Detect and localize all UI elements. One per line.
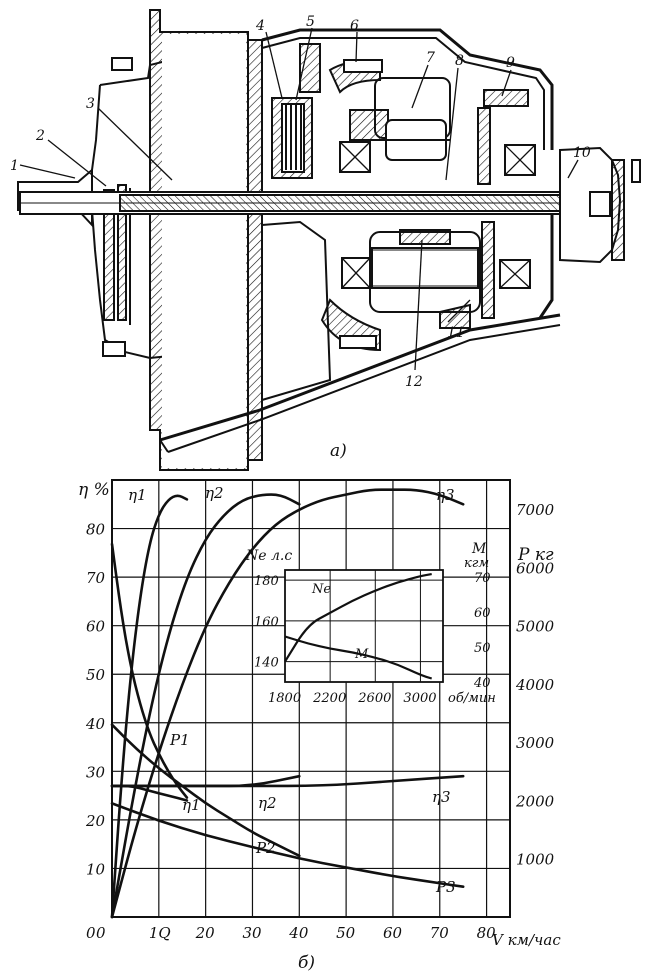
x-tick-label: 80	[477, 924, 497, 942]
label-eta3-top: η3	[436, 486, 455, 504]
part-label-6: 6	[350, 18, 359, 34]
inset-series-line-1	[284, 635, 433, 680]
inset-m-label: M	[354, 647, 369, 662]
part-label-12: 12	[405, 374, 423, 390]
series-line-1	[110, 493, 301, 919]
x-tick-label: 70	[430, 924, 450, 942]
left-axis-ticks: 0 10 20 30 40 50 60 70 80	[85, 521, 106, 942]
inset-right-tick-label: 50	[474, 641, 491, 656]
left-tick-label: 70	[86, 569, 106, 587]
inset-right-tick-label: 60	[474, 606, 491, 621]
label-eta1-bottom: η1	[182, 796, 201, 814]
part-label-9: 9	[506, 55, 515, 71]
x-tick-label: 30	[242, 924, 262, 942]
inset-series	[284, 573, 433, 680]
left-tick-label: 20	[85, 812, 106, 830]
part-number-labels: 1 2 3 4 5 6 7 8 9 10 11 12	[10, 14, 591, 390]
x-axis-ticks: 1Q 20 30 40 50 60 70 80	[149, 924, 496, 942]
right-tick-label: 4000	[515, 676, 555, 694]
label-p1: P1	[169, 731, 190, 749]
label-eta2-top: η2	[205, 484, 224, 502]
label-eta1-top: η1	[128, 486, 147, 504]
part-label-8: 8	[455, 53, 464, 69]
left-tick-label: 40	[85, 715, 106, 733]
part-label-4: 4	[255, 18, 265, 34]
right-axis-label: P кг	[517, 545, 554, 565]
left-tick-label: 50	[86, 666, 106, 684]
inset-right-axis-label-top: M	[471, 541, 487, 557]
gearbox-cross-section	[17, 9, 641, 471]
inset-left-axis-label: Ne л.с	[245, 548, 292, 564]
series-line-6	[110, 784, 189, 802]
chart-border	[111, 479, 511, 918]
right-tick-label: 1000	[516, 851, 555, 869]
inset-x-tick-label: 2200	[312, 691, 346, 706]
x-axis-origin-label: 0	[96, 924, 106, 942]
series-line-4	[110, 723, 301, 858]
label-p3: P3	[435, 878, 456, 896]
part-label-7: 7	[426, 50, 435, 66]
x-tick-label: 50	[336, 924, 356, 942]
x-tick-label: 40	[288, 924, 309, 942]
x-tick-label: 20	[195, 924, 216, 942]
right-tick-label: 5000	[516, 618, 555, 636]
part-label-5: 5	[306, 14, 315, 30]
right-tick-label: 6000	[516, 559, 555, 577]
caption-a: а)	[330, 441, 347, 461]
right-tick-label: 7000	[516, 501, 555, 519]
part-label-2: 2	[35, 128, 45, 144]
inset-right-tick-label: 70	[474, 571, 491, 586]
inset-right-ticks: 40 50 60 70	[473, 571, 491, 691]
series-line-2	[110, 488, 465, 919]
inset-left-tick-label: 160	[254, 615, 279, 630]
inset-left-ticks: 140 160 180	[254, 574, 279, 670]
label-eta3-bottom: η3	[432, 788, 451, 806]
part-label-1: 1	[10, 158, 19, 174]
right-axis-ticks: 1000 2000 3000 4000 5000 6000 7000	[515, 501, 555, 869]
inset-chart: 140 160 180 40 50 60 70 1800 2200 2600 3000 Ne л…	[245, 541, 496, 706]
part-label-10: 10	[573, 145, 591, 161]
inset-right-tick-label: 40	[473, 676, 491, 691]
right-tick-label: 2000	[515, 792, 555, 810]
inset-grid	[285, 570, 443, 682]
left-tick-label: 60	[86, 618, 106, 636]
inset-x-tick-label: 2600	[357, 691, 391, 706]
x-axis-label: V км/час	[492, 931, 561, 949]
main-chart-series	[110, 488, 465, 919]
part-label-3: 3	[86, 96, 95, 112]
inset-x-ticks: 1800 2200 2600 3000	[268, 691, 437, 706]
series-line-0	[110, 494, 189, 919]
series-line-3	[110, 542, 189, 799]
part-label-11: 11	[447, 325, 465, 341]
left-axis-label: η %	[78, 480, 110, 500]
right-tick-label: 3000	[516, 734, 555, 752]
left-tick-label: 0	[86, 924, 96, 942]
curve-labels: η1 η2 η3 P1 η1 η2 η3 P2 P3	[128, 484, 456, 896]
inset-right-axis-label-bottom: кгм	[464, 556, 489, 571]
inset-frame	[284, 569, 444, 683]
left-tick-label: 10	[86, 860, 106, 878]
series-line-5	[110, 802, 465, 888]
label-eta2-bottom: η2	[258, 794, 277, 812]
inset-x-axis-unit: об/мин	[448, 691, 496, 706]
inset-x-tick-label: 3000	[403, 691, 436, 706]
inset-ne-label: Ne	[311, 582, 331, 597]
series-line-8	[110, 774, 465, 788]
inset-x-tick-label: 1800	[268, 691, 301, 706]
x-tick-label: 60	[383, 924, 403, 942]
inset-left-tick-label: 140	[254, 656, 279, 671]
label-p2: P2	[255, 839, 276, 857]
x-tick-label: 1Q	[149, 924, 171, 942]
left-tick-label: 80	[86, 521, 106, 539]
caption-b: б)	[298, 953, 315, 973]
inset-left-tick-label: 180	[254, 574, 279, 589]
left-tick-label: 30	[86, 763, 106, 781]
